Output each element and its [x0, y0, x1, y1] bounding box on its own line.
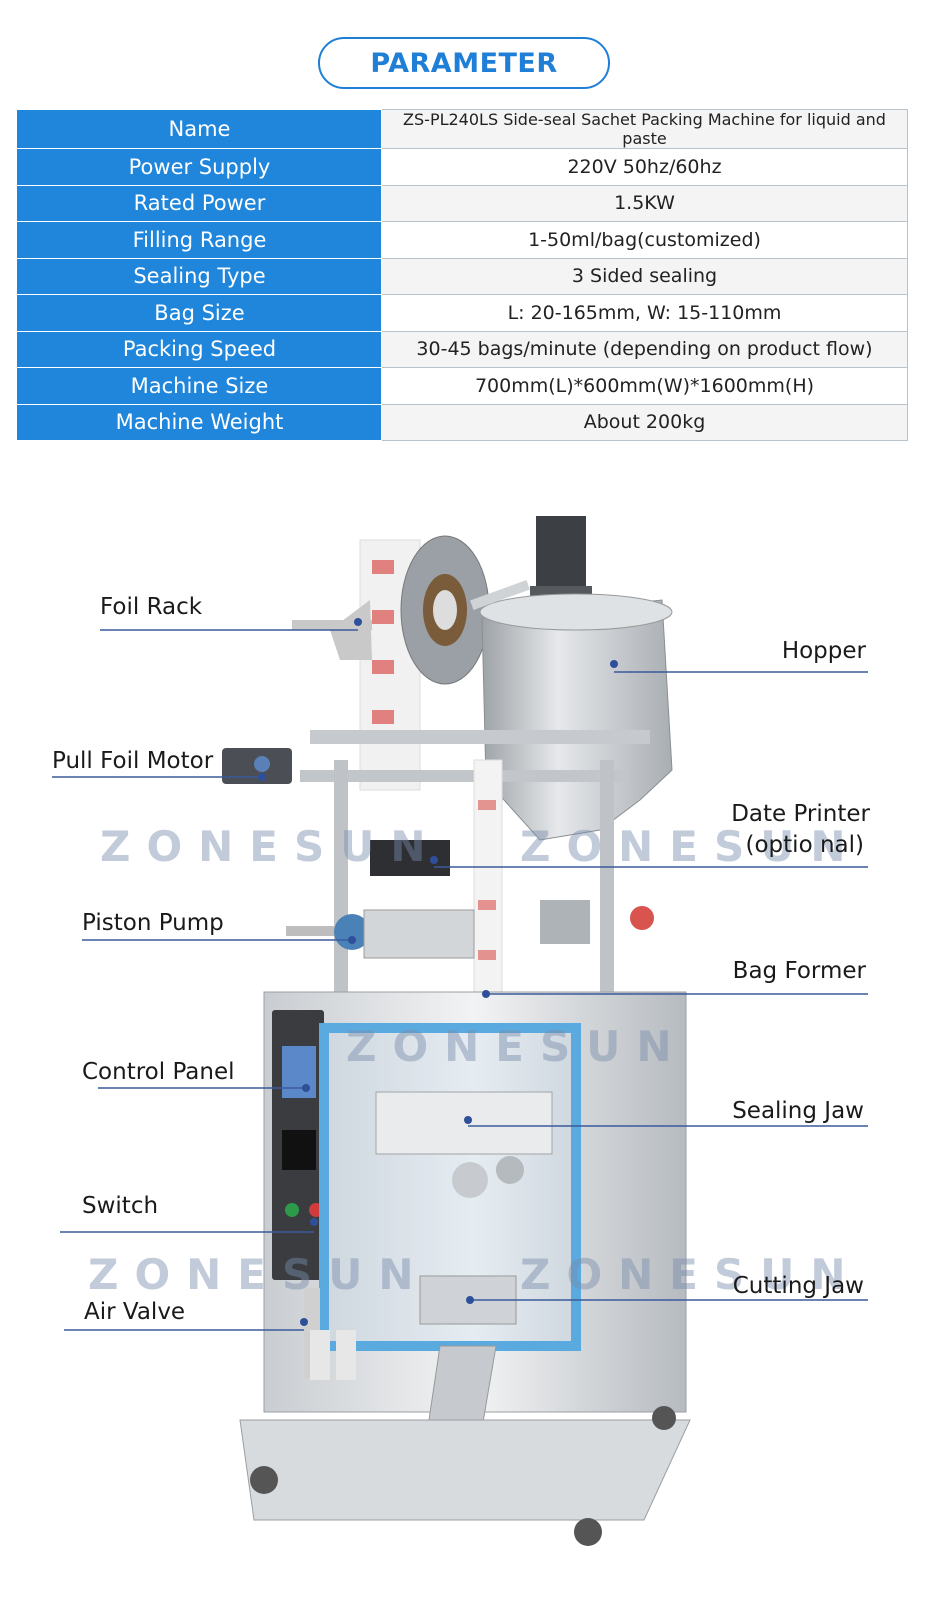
callout-control-panel: Control Panel: [82, 1059, 235, 1085]
callout-piston-pump: Piston Pump: [82, 910, 224, 936]
param-label: Sealing Type: [17, 257, 382, 295]
param-value: 3 Sided sealing: [381, 257, 908, 295]
watermark: ZONESUN: [100, 822, 442, 871]
callout-cutting-jaw: Cutting Jaw: [732, 1273, 864, 1299]
param-label: Machine Size: [17, 367, 382, 405]
param-label: Rated Power: [17, 184, 382, 222]
param-label: Bag Size: [17, 294, 382, 332]
machine-photo: [52, 516, 868, 1546]
param-value: 1-50ml/bag(customized): [381, 221, 908, 259]
param-value: ZS-PL240LS Side-seal Sachet Packing Mach…: [381, 109, 908, 149]
callout-air-valve: Air Valve: [84, 1299, 186, 1325]
watermark: ZONESUN: [520, 1250, 862, 1299]
param-label: Machine Weight: [17, 403, 382, 441]
watermark: ZONESUN: [520, 822, 862, 871]
page-title: PARAMETER: [318, 37, 610, 89]
callout-switch: Switch: [82, 1193, 159, 1219]
watermark: ZONESUN: [346, 1022, 688, 1071]
callout-pull-foil-motor: Pull Foil Motor: [52, 748, 214, 774]
param-label: Filling Range: [17, 221, 382, 259]
watermark: ZONESUN: [88, 1250, 430, 1299]
param-value: 30-45 bags/minute (depending on product …: [381, 330, 908, 368]
param-value: 700mm(L)*600mm(W)*1600mm(H): [381, 367, 908, 405]
param-value: 1.5KW: [381, 184, 908, 222]
callout-date-printer-optional: (optio nal): [745, 832, 864, 858]
callout-hopper: Hopper: [781, 638, 866, 664]
callout-sealing-jaw: Sealing Jaw: [732, 1098, 864, 1124]
param-label: Power Supply: [17, 148, 382, 186]
param-value: L: 20-165mm, W: 15-110mm: [381, 294, 908, 332]
callout-date-printer: Date Printer: [731, 801, 870, 827]
param-label: Name: [17, 109, 382, 149]
callout-bag-former: Bag Former: [732, 958, 866, 984]
param-value: About 200kg: [381, 403, 908, 441]
callout-foil-rack: Foil Rack: [100, 594, 203, 620]
param-label: Packing Speed: [17, 330, 382, 368]
param-value: 220V 50hz/60hz: [381, 148, 908, 186]
